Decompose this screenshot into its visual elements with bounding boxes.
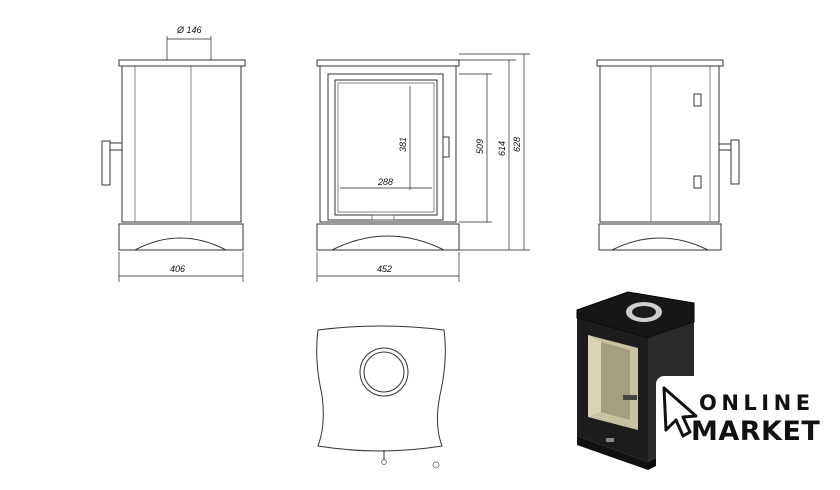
front-view: 381 288 509 614 628 452 xyxy=(316,53,530,282)
side-width-label: 406 xyxy=(170,264,185,274)
logo-word-online: ONLINE xyxy=(699,391,815,415)
cursor-arrow-icon xyxy=(662,386,698,438)
glass-height-label: 381 xyxy=(398,137,408,152)
side-view-right xyxy=(596,59,740,251)
body-height-label: 614 xyxy=(497,141,507,156)
front-width-label: 452 xyxy=(377,264,392,274)
logo-word-market: MARKET xyxy=(691,416,820,447)
onlinemarket-logo: ONLINE MARKET xyxy=(656,376,838,488)
flue-diameter-label: Ø 146 xyxy=(176,25,202,35)
door-height-label: 509 xyxy=(475,139,485,154)
side-view-left: Ø 146 406 xyxy=(101,25,246,282)
total-height-label: 628 xyxy=(512,137,522,152)
top-view xyxy=(316,325,446,469)
glass-width-label: 288 xyxy=(377,177,393,187)
